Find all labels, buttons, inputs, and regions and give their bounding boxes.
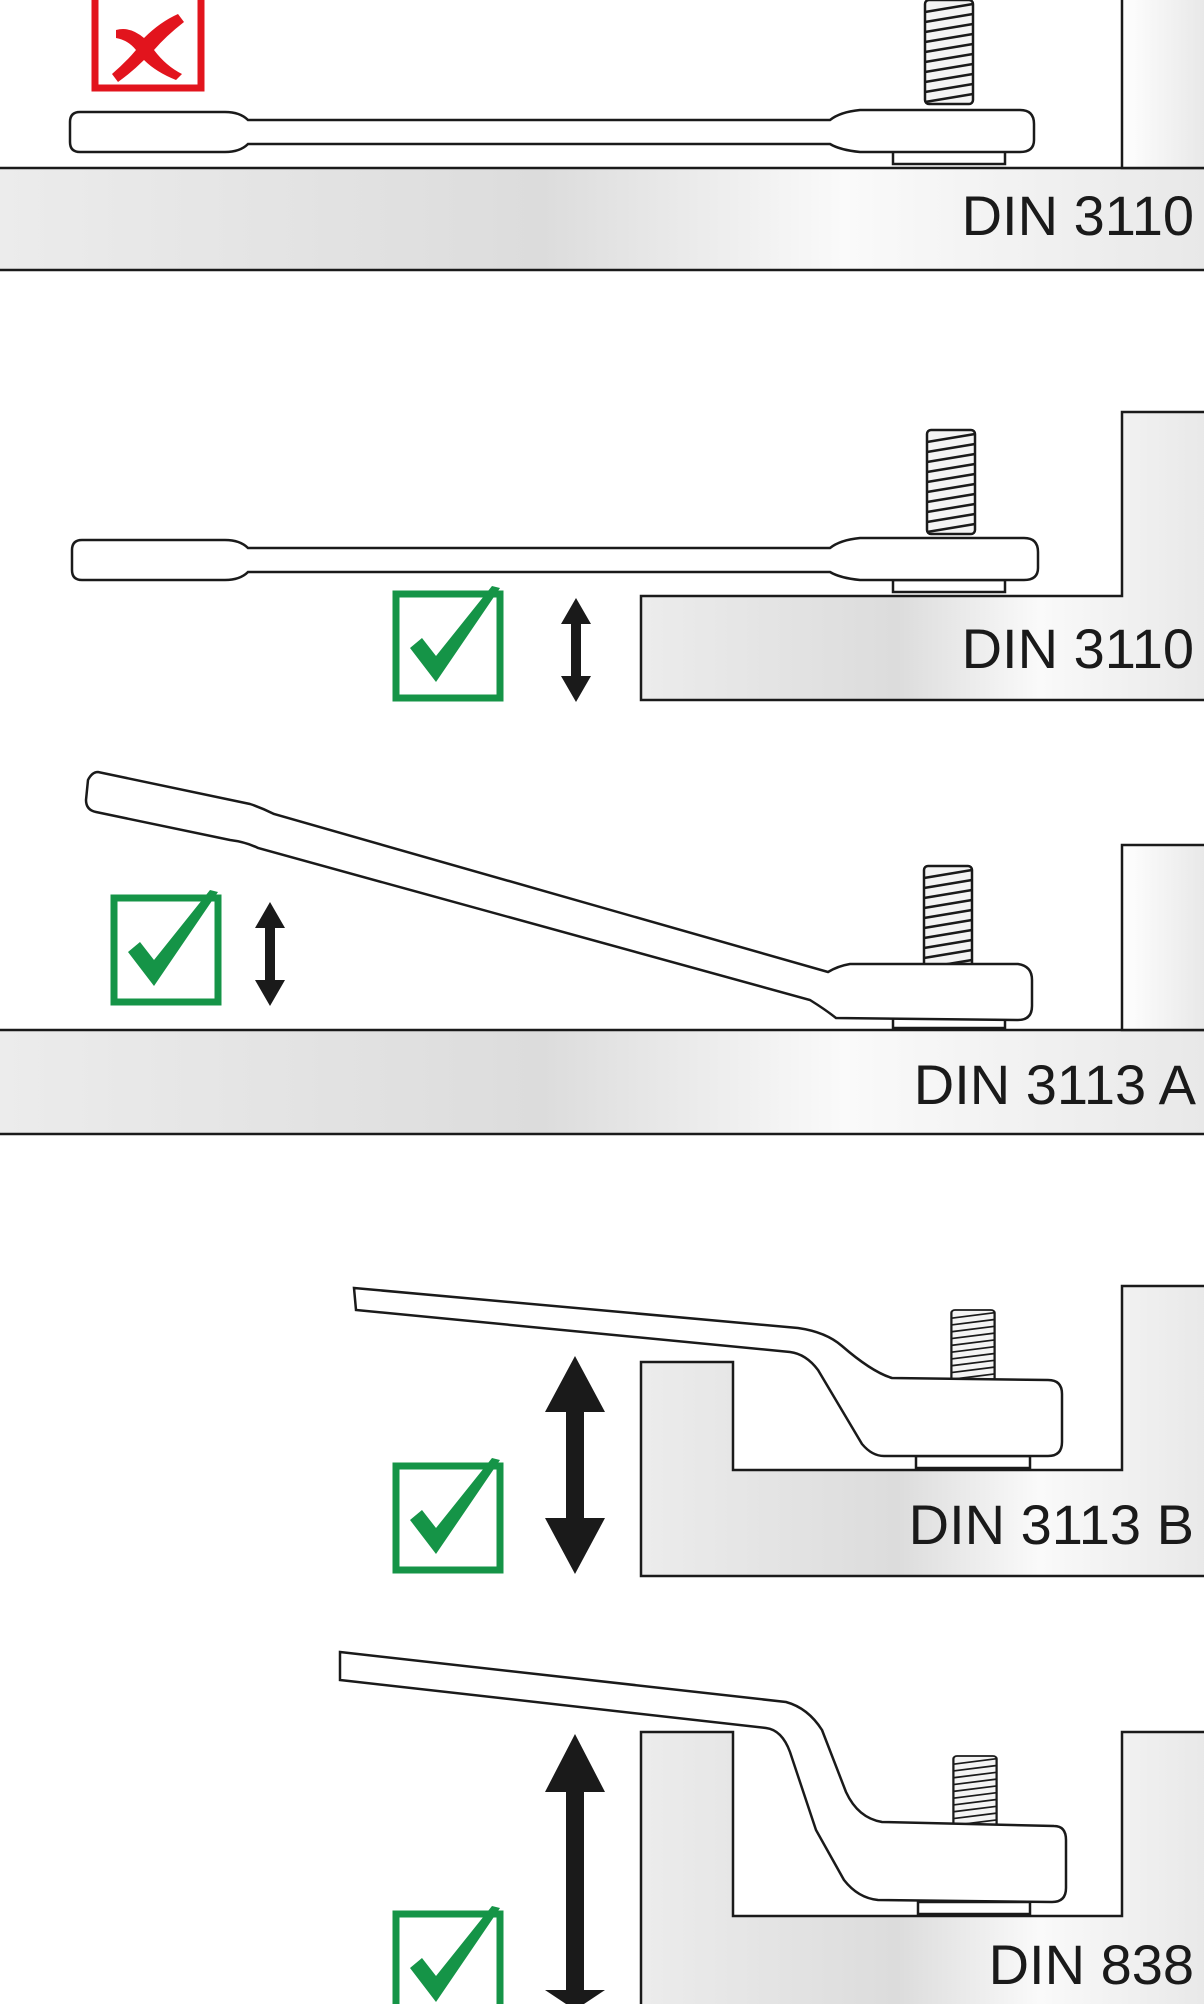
panel-label: DIN 3110 [962, 617, 1194, 680]
wall [1120, 843, 1204, 1032]
panel-label: DIN 3110 [962, 184, 1194, 247]
panel-label: DIN 3113 B [909, 1493, 1194, 1556]
check-mark-icon [114, 890, 218, 1002]
panel-1: DIN 3110 [0, 0, 1204, 272]
work-surface [639, 1730, 1204, 2004]
bolt [950, 1308, 996, 1382]
work-surface [0, 1028, 1204, 1136]
bolt [922, 864, 974, 972]
bolt [923, 0, 975, 106]
panel-label: DIN 3113 A [914, 1053, 1197, 1116]
wrench-offset [352, 1286, 1064, 1458]
panel-label: DIN 838 [989, 1933, 1194, 1996]
panel-4: DIN 3113 B [352, 1284, 1204, 1578]
bolt [925, 428, 977, 536]
double-arrow-icon [545, 1734, 605, 2004]
wall [1120, 0, 1204, 170]
wrench-flat [68, 108, 1036, 154]
check-mark-icon [396, 586, 500, 698]
work-surface [0, 166, 1204, 272]
double-arrow-icon [255, 902, 285, 1006]
wrench-angled [84, 770, 1034, 1022]
work-surface [639, 410, 1204, 702]
double-arrow-icon [545, 1356, 605, 1574]
panel-2: DIN 3110 [70, 410, 1204, 702]
double-arrow-icon [561, 598, 591, 702]
check-mark-icon [396, 1458, 500, 1570]
panel-3: DIN 3113 A [0, 770, 1204, 1136]
bolt [952, 1754, 998, 1828]
panel-5: DIN 838 [338, 1650, 1204, 2004]
work-surface [639, 1284, 1204, 1578]
wrench-flat [70, 536, 1040, 582]
wrench-deep-offset [338, 1650, 1068, 1904]
x-mark-icon [91, 0, 205, 92]
check-mark-icon [396, 1906, 500, 2004]
